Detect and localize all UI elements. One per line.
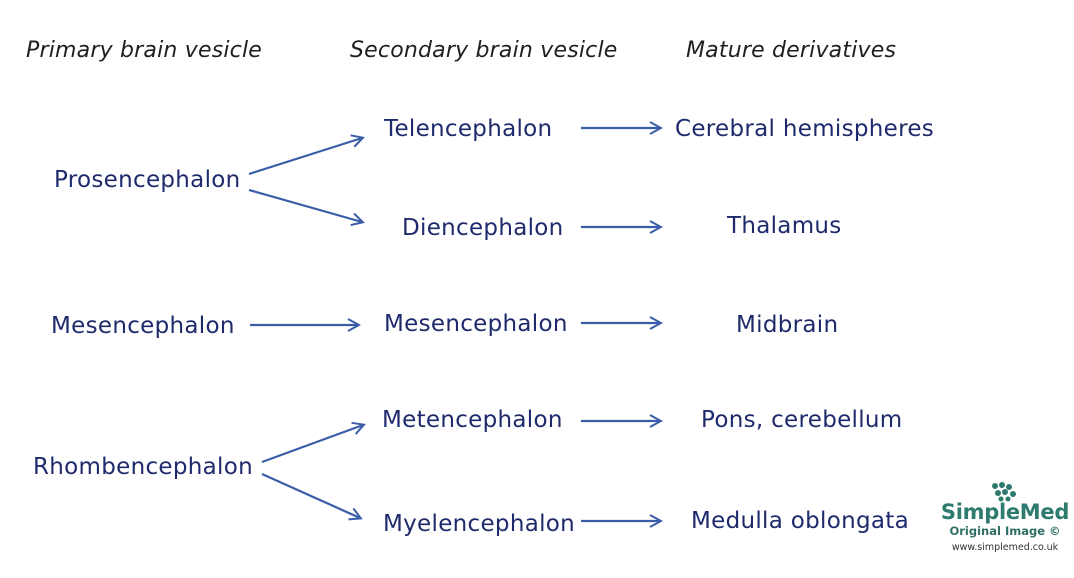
primary-mesencephalon: Mesencephalon bbox=[51, 313, 235, 339]
secondary-telencephalon: Telencephalon bbox=[384, 116, 553, 142]
arrow-rhombencephalon-metencephalon bbox=[261, 425, 363, 464]
primary-rhombencephalon: Rhombencephalon bbox=[33, 454, 253, 480]
mature-pons-cerebellum: Pons, cerebellum bbox=[701, 407, 903, 433]
watermark-tagline: Original Image © bbox=[949, 524, 1061, 538]
secondary-diencephalon: Diencephalon bbox=[402, 215, 564, 241]
primary-prosencephalon: Prosencephalon bbox=[54, 167, 241, 193]
mature-thalamus: Thalamus bbox=[727, 213, 842, 239]
mature-medulla-oblongata: Medulla oblongata bbox=[691, 508, 909, 534]
arrow-prosencephalon-telencephalon bbox=[248, 138, 362, 176]
simplemed-watermark: SimpleMed Original Image © www.simplemed… bbox=[940, 482, 1070, 574]
watermark-brand: SimpleMed bbox=[940, 500, 1070, 524]
mature-cerebral-hemispheres: Cerebral hemispheres bbox=[675, 116, 935, 142]
header-mature: Mature derivatives bbox=[686, 38, 897, 63]
watermark-site: www.simplemed.co.uk bbox=[951, 542, 1059, 553]
mature-midbrain: Midbrain bbox=[736, 312, 839, 338]
arrow-rhombencephalon-myelencephalon bbox=[261, 472, 360, 518]
arrow-prosencephalon-diencephalon bbox=[248, 188, 362, 222]
secondary-metencephalon: Metencephalon bbox=[382, 407, 563, 433]
header-secondary: Secondary brain vesicle bbox=[350, 38, 618, 63]
secondary-myelencephalon: Myelencephalon bbox=[383, 511, 576, 537]
header-primary: Primary brain vesicle bbox=[26, 38, 263, 63]
simplemed-logo-icon bbox=[992, 482, 1016, 502]
secondary-mesencephalon: Mesencephalon bbox=[384, 311, 568, 337]
